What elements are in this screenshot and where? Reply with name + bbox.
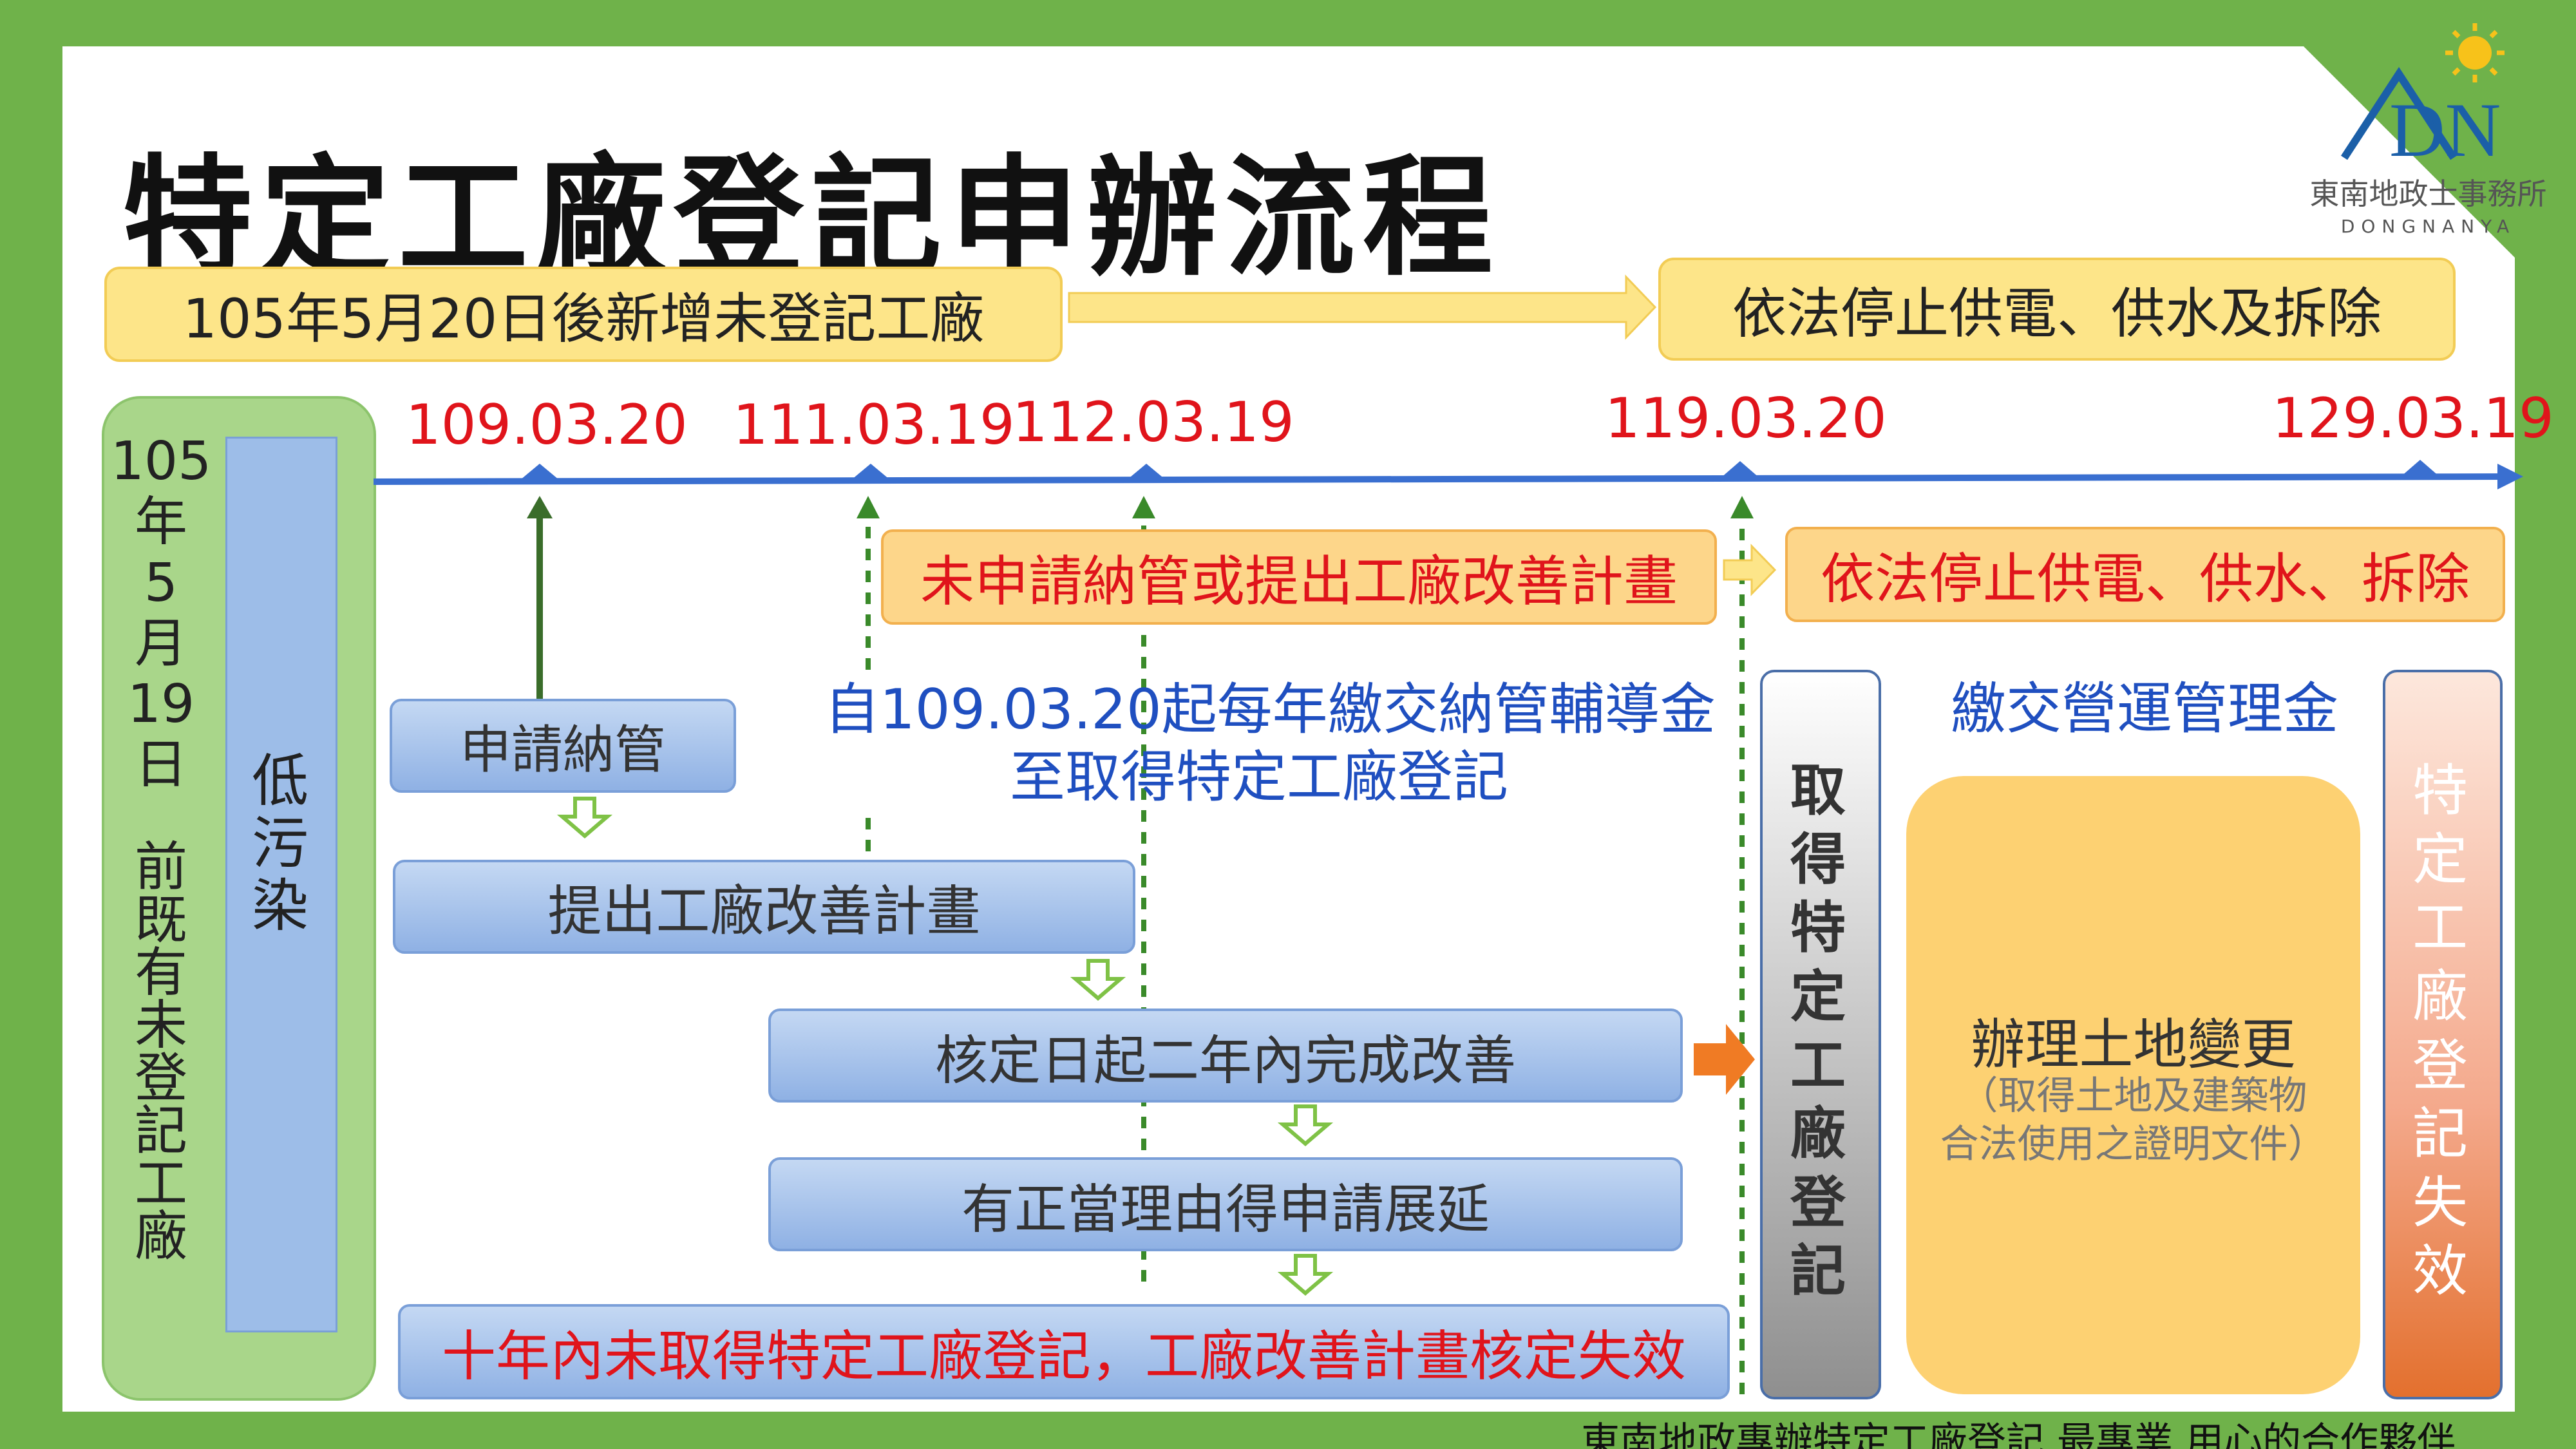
stop-supply-demolish-box: 依法停止供電、供水、拆除	[1785, 527, 2505, 622]
date-112-03-19: 112.03.19	[1012, 390, 1294, 455]
timeline-axis	[373, 473, 2509, 485]
registration-invalid-label: 特定工廠登記失效	[2412, 759, 2468, 1304]
logo-mark-icon: DN	[2340, 23, 2505, 173]
svg-text:DN: DN	[2389, 87, 2501, 173]
guidance-fee-line2: 至取得特定工廠登記	[1010, 744, 1508, 810]
date-119-03-20: 119.03.20	[1605, 386, 1887, 451]
date-111-03-19: 111.03.19	[733, 393, 1015, 457]
timeline-arrowhead	[2497, 464, 2523, 489]
step-complete-improvement: 核定日起二年內完成改善	[768, 1009, 1683, 1103]
low-pollution-bar	[225, 437, 337, 1332]
existing-factory-label: 105 年 5 月 19 日 前既有未登記工廠	[110, 431, 212, 1267]
stop-supply-box: 依法停止供電、供水及拆除	[1658, 258, 2456, 361]
sun-icon	[2445, 23, 2505, 82]
top-flow-arrow	[1068, 274, 1657, 340]
land-change-note: （取得土地及建築物 合法使用之證明文件）	[1906, 1072, 2360, 1169]
logo-company-name: 東南地政士事務所	[2309, 176, 2547, 211]
footer-slogan: 東南地政專辦特定工廠登記 最專業 用心的合作夥伴	[1581, 1419, 2456, 1449]
logo-subtitle: DONGNANYA	[2340, 216, 2516, 237]
to-obtain-arrow	[1694, 1024, 1755, 1095]
timeline-markers	[520, 460, 2439, 480]
management-fee-label: 繳交營運管理金	[1951, 677, 2338, 741]
step-apply-extension: 有正當理由得申請展延	[768, 1157, 1683, 1251]
guidance-fee-line1: 自109.03.20起每年繳交納管輔導金	[824, 677, 1716, 742]
step-apply-registration: 申請納管	[390, 699, 736, 793]
land-change-note-line2: 合法使用之證明文件）	[1940, 1122, 2327, 1167]
land-change-title: 辦理土地變更	[1971, 1013, 2296, 1076]
registration-invalid-box	[2383, 670, 2503, 1399]
step-submit-plan: 提出工廠改善計畫	[393, 860, 1135, 954]
obtain-registration-box	[1760, 670, 1881, 1399]
obtain-registration-label: 取得特定工廠登記	[1790, 759, 1846, 1304]
no-application-warning: 未申請納管或提出工廠改善計畫	[881, 529, 1717, 625]
guidance-fee-note: 自109.03.20起每年繳交納管輔導金 至取得特定工廠登記	[824, 676, 1716, 811]
low-pollution-label: 低污染	[251, 748, 308, 939]
company-logo: DN 東南地政士事務所 DONGNANYA	[2293, 19, 2563, 245]
date-109-03-20: 109.03.20	[406, 393, 688, 457]
new-factory-box: 105年5月20日後新增未登記工廠	[104, 267, 1063, 362]
date-129-03-19: 129.03.19	[2272, 386, 2554, 451]
land-change-note-line1: （取得土地及建築物	[1959, 1074, 2307, 1119]
step-plan-invalidated: 十年內未取得特定工廠登記，工廠改善計畫核定失效	[398, 1304, 1730, 1399]
step-down-arrows	[556, 797, 1334, 1296]
land-change-box	[1906, 776, 2360, 1394]
mid-flow-arrow	[1723, 544, 1777, 596]
